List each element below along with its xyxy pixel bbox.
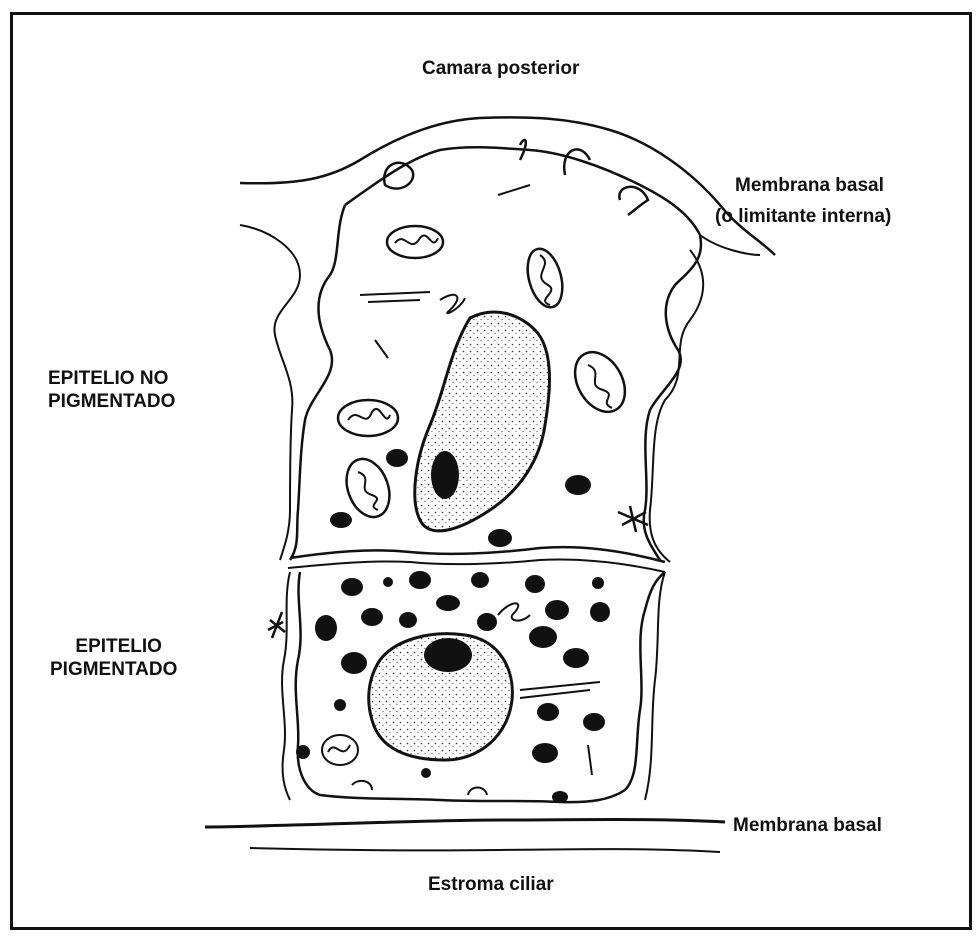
nonpigmented-line2: PIGMENTADO — [48, 391, 175, 414]
pigmented-line2: PIGMENTADO — [50, 659, 177, 682]
nonpigmented-line1: EPITELIO NO — [48, 368, 175, 391]
nonpigmented-nucleus — [415, 312, 550, 531]
apical-folds — [384, 140, 648, 215]
interlayer-membrane-1 — [290, 547, 665, 562]
left-neighbor-wall — [240, 225, 300, 560]
nonpigmented-epithelium-label: EPITELIO NO PIGMENTADO — [48, 368, 175, 414]
basal-membrane-bottom-label: Membrana basal — [733, 815, 882, 838]
basal-membrane-top-line1: Membrana basal — [735, 175, 891, 198]
basal-membrane-top-line — [240, 117, 775, 255]
posterior-chamber-label: Camara posterior — [422, 58, 579, 81]
pigmented-line1: EPITELIO — [60, 636, 177, 659]
ciliary-stroma-label: Estroma ciliar — [428, 874, 554, 897]
pigmented-left-wall — [282, 572, 290, 800]
nonpigmented-nucleolus — [431, 451, 459, 499]
basal-membrane-top-label: Membrana basal (o limitante interna) — [735, 175, 891, 229]
pigmented-nucleolus — [424, 638, 472, 672]
right-neighbor-wall — [650, 235, 760, 562]
basal-membrane-bottom-line — [205, 820, 725, 828]
interlayer-membrane-2 — [288, 560, 665, 573]
pigmented-epithelium-label: EPITELIO PIGMENTADO — [60, 636, 177, 682]
stroma-line — [250, 848, 720, 852]
basal-membrane-top-line2: (o limitante interna) — [715, 206, 891, 229]
pigmented-right-wall — [645, 572, 665, 800]
nonpigmented-cell-left-wall — [290, 205, 345, 560]
